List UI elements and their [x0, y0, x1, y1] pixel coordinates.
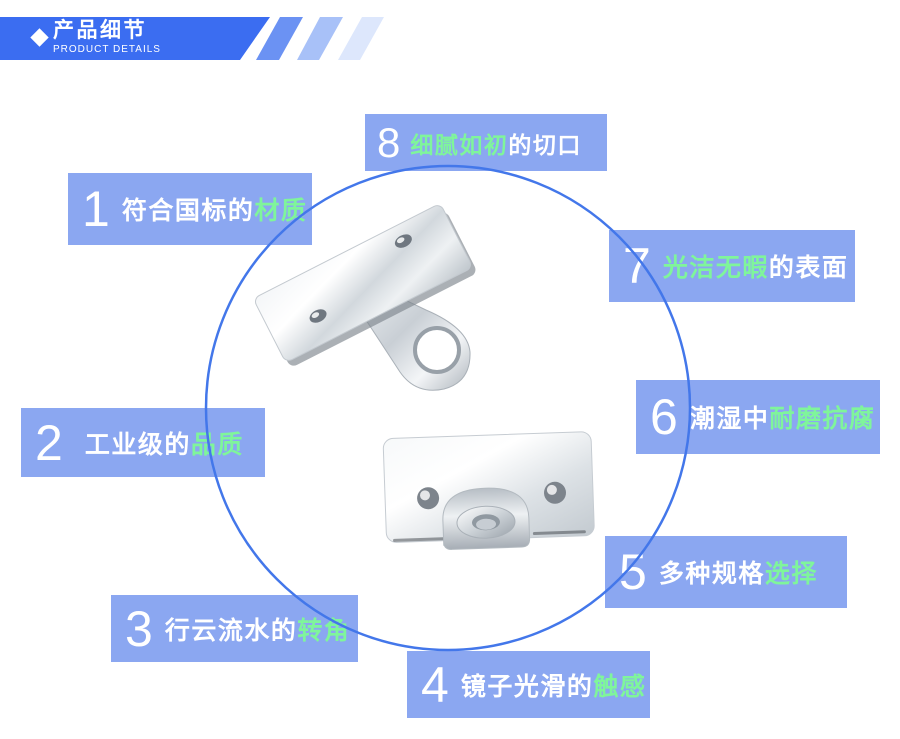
header-slash-3: [338, 17, 384, 60]
feature-text: 镜子光滑的触感: [461, 667, 647, 703]
feature-text-primary: 的切口: [508, 131, 582, 158]
metal-corner-bracket-angled-icon: [255, 205, 476, 391]
feature-text-primary: 工业级的: [84, 430, 191, 459]
feature-text: 潮湿中耐磨抗腐: [690, 399, 876, 435]
feature-text-primary: 潮湿中: [689, 405, 770, 433]
header-slash-1: [256, 17, 303, 60]
feature-text: 光洁无暇的表面: [663, 248, 849, 284]
latch-plate-group: [382, 431, 595, 550]
feature-callout-6: 6 潮湿中耐磨抗腐: [636, 380, 880, 454]
feature-text-primary: 行云流水的: [164, 616, 298, 645]
feature-callout-4: 4 镜子光滑的触感: [407, 651, 650, 718]
feature-text-primary: 的表面: [768, 254, 849, 282]
header-band-shape: [0, 17, 270, 60]
feature-number: 7: [623, 238, 651, 294]
plate-edge-shadow: [532, 530, 586, 536]
feature-number: 4: [421, 656, 449, 713]
page-subtitle: PRODUCT DETAILS: [53, 44, 161, 56]
feature-number: 1: [82, 181, 110, 237]
feature-number: 6: [650, 389, 678, 445]
header-slash-2: [297, 17, 343, 60]
feature-text: 行云流水的转角: [165, 611, 351, 647]
feature-callout-5: 5 多种规格选择: [605, 536, 847, 608]
feature-text-accent: 光洁无暇: [662, 254, 769, 282]
feature-text-accent: 转角: [297, 616, 351, 645]
header-text: 产品细节 PRODUCT DETAILS: [53, 19, 161, 55]
feature-number: 8: [377, 118, 401, 166]
feature-callout-2: 2 工业级的品质: [21, 408, 265, 477]
page-title: 产品细节: [53, 19, 147, 42]
bracket-tab-hole: [413, 326, 461, 374]
feature-text: 工业级的品质: [85, 425, 244, 461]
metal-latch-plate-front-icon: [382, 431, 595, 550]
feature-text-accent: 触感: [593, 672, 647, 701]
feature-callout-3: 3 行云流水的转角: [111, 595, 358, 662]
header-band-decoration: [0, 17, 384, 60]
feature-text-primary: 多种规格: [658, 560, 765, 588]
feature-number: 3: [125, 600, 153, 657]
feature-number: 2: [35, 414, 63, 471]
feature-text-primary: 符合国标的: [121, 197, 255, 225]
feature-text: 多种规格选择: [659, 554, 818, 590]
feature-text-primary: 镜子光滑的: [460, 672, 594, 701]
feature-text-accent: 细腻如初: [410, 131, 509, 158]
feature-number: 5: [619, 544, 647, 600]
feature-text: 细腻如初的切口: [410, 126, 582, 160]
feature-text-accent: 选择: [764, 560, 818, 588]
feature-callout-7: 7 光洁无暇的表面: [609, 230, 855, 302]
feature-callout-8: 8 细腻如初的切口: [365, 114, 607, 171]
header: 产品细节 PRODUCT DETAILS: [0, 17, 900, 60]
feature-text-accent: 耐磨抗腐: [769, 405, 876, 433]
feature-text-accent: 品质: [190, 430, 244, 459]
